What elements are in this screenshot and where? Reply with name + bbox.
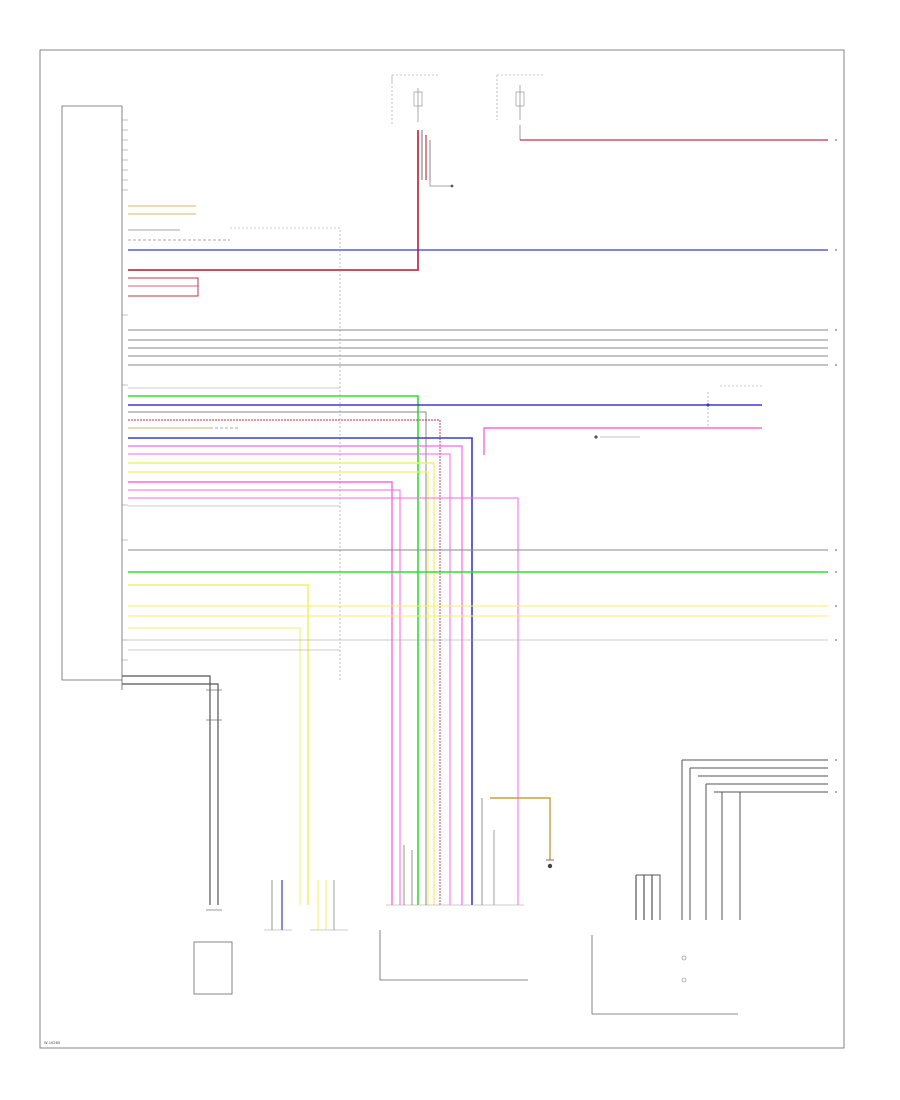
wire-magenta-right	[483, 427, 762, 455]
diagram-frame	[39, 49, 845, 1049]
gray-bus	[128, 329, 828, 366]
wire-red-loop	[128, 277, 199, 297]
component-steering-switch	[264, 880, 292, 931]
wire-yellow-1	[128, 584, 309, 905]
wire-green-1	[128, 395, 419, 905]
module-pin-ticks	[122, 119, 128, 661]
wire-red-feed	[128, 180, 419, 271]
connector-icon	[450, 184, 454, 188]
amplifier-module	[379, 797, 554, 981]
wire-blue-2	[128, 437, 473, 905]
ground-icon	[594, 435, 598, 439]
wire-olive	[490, 797, 551, 860]
lower-signal-wires	[128, 549, 828, 905]
speaker-icon	[681, 977, 687, 983]
figure-id: W-10260	[44, 1041, 61, 1045]
right-edge-terminals	[835, 139, 837, 793]
head-unit-module	[61, 105, 128, 690]
fuse-block-2	[496, 74, 545, 140]
speaker-icon	[681, 955, 687, 961]
ground-icon	[547, 863, 553, 869]
speaker-group-right	[591, 759, 828, 1015]
fuse-block-1	[391, 74, 454, 188]
antenna-feed	[122, 675, 222, 911]
component-usb-port	[310, 880, 348, 931]
wire-magenta-1	[128, 481, 393, 905]
middle-signal-wires	[128, 385, 762, 905]
antenna-box	[193, 941, 233, 995]
upper-signal-wires	[128, 205, 828, 680]
